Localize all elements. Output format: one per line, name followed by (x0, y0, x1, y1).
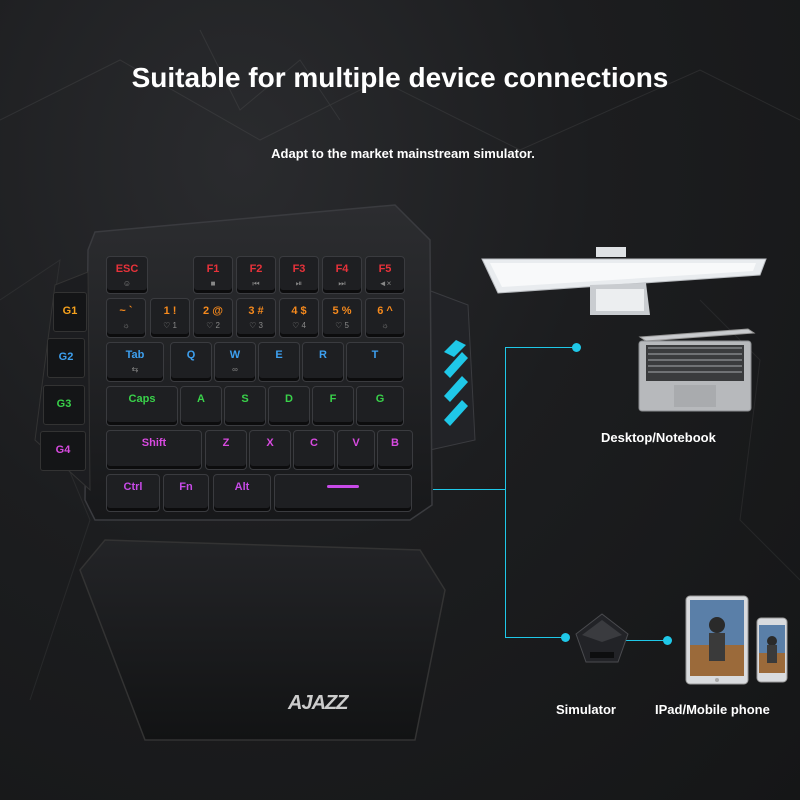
key-f1[interactable]: F1■ (193, 256, 233, 294)
key-esc[interactable]: ESC☺ (106, 256, 148, 294)
key-e[interactable]: E (258, 342, 300, 382)
brand-logo: AJAZZ (288, 692, 348, 714)
connector-dot (561, 633, 570, 642)
connector-line (505, 637, 565, 638)
key-f2[interactable]: F2⏮ (236, 256, 276, 294)
laptop-icon (638, 328, 756, 412)
page-subtitle: Adapt to the market mainstream simulator… (271, 146, 535, 161)
connector-line (505, 347, 506, 637)
key-3[interactable]: 3 #♡ 3 (236, 298, 276, 338)
key-f5[interactable]: F5◄× (365, 256, 405, 294)
key-w[interactable]: W∞ (214, 342, 256, 382)
simulator-icon (575, 613, 629, 663)
monitor-icon (481, 247, 767, 315)
key-1[interactable]: 1 !♡ 1 (150, 298, 190, 338)
key-t[interactable]: T (346, 342, 404, 382)
key-shift[interactable]: Shift (106, 430, 202, 470)
key-z[interactable]: Z (205, 430, 247, 470)
key-2[interactable]: 2 @♡ 2 (193, 298, 233, 338)
page-title: Suitable for multiple device connections (131, 62, 669, 93)
key-f[interactable]: F (312, 386, 354, 426)
key-d[interactable]: D (268, 386, 310, 426)
key-space[interactable] (274, 474, 412, 512)
key-q[interactable]: Q (170, 342, 212, 382)
ipad-mobile-label: IPad/Mobile phone (655, 702, 770, 717)
key-tab[interactable]: Tab⇆ (106, 342, 164, 382)
key-f3[interactable]: F3⏯ (279, 256, 319, 294)
desktop-notebook-label: Desktop/Notebook (601, 430, 716, 445)
key-v[interactable]: V (337, 430, 375, 470)
connector-dot (663, 636, 672, 645)
key-a[interactable]: A (180, 386, 222, 426)
key-caps[interactable]: Caps (106, 386, 178, 426)
connector-line (626, 640, 666, 641)
key-r[interactable]: R (302, 342, 344, 382)
key-b[interactable]: B (377, 430, 413, 470)
key-x[interactable]: X (249, 430, 291, 470)
key-4[interactable]: 4 $♡ 4 (279, 298, 319, 338)
key-alt[interactable]: Alt (213, 474, 271, 512)
tablet-icon (685, 595, 749, 685)
key-fn[interactable]: Fn (163, 474, 209, 512)
phone-icon (756, 617, 788, 683)
g2-key[interactable]: G2 (47, 338, 85, 378)
key-f4[interactable]: F4⏭ (322, 256, 362, 294)
key-g[interactable]: G (356, 386, 404, 426)
key-ctrl[interactable]: Ctrl (106, 474, 160, 512)
g1-key[interactable]: G1 (53, 292, 87, 332)
g4-key[interactable]: G4 (40, 431, 86, 471)
key-c[interactable]: C (293, 430, 335, 470)
key-5[interactable]: 5 %♡ 5 (322, 298, 362, 338)
connector-line (433, 489, 506, 490)
key-s[interactable]: S (224, 386, 266, 426)
key-tilde[interactable]: ~ `☼ (106, 298, 146, 338)
connector-dot (572, 343, 581, 352)
simulator-label: Simulator (556, 702, 616, 717)
g3-key[interactable]: G3 (43, 385, 85, 425)
connector-line (505, 347, 577, 348)
key-6[interactable]: 6 ^☼ (365, 298, 405, 338)
